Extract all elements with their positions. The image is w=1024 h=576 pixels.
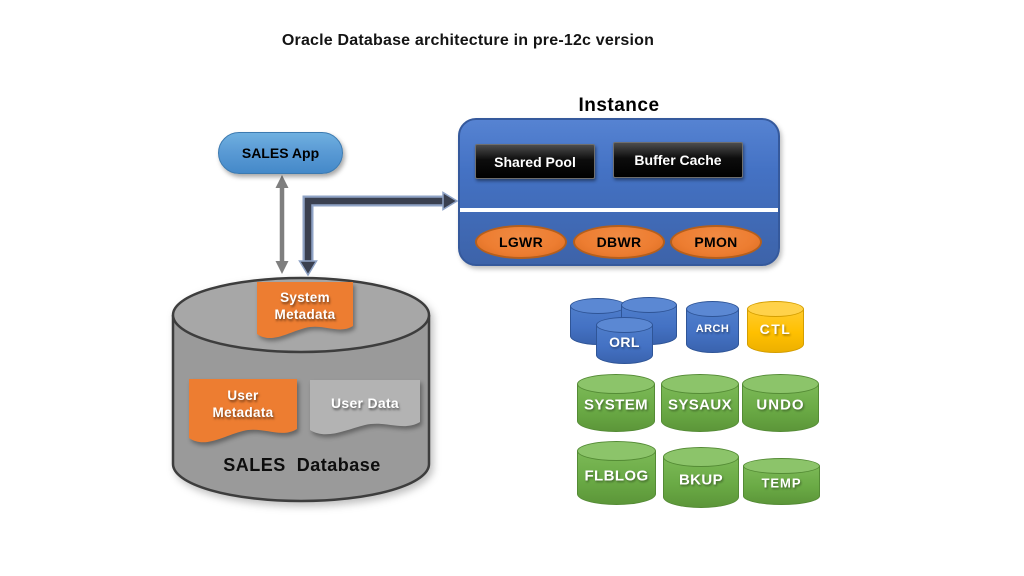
cylinder-top [596,317,653,333]
user-metadata-line2: Metadata [212,405,274,420]
cylinder-top [742,374,819,394]
bkup-cylinder: BKUP [663,447,739,508]
system-metadata-shape [257,282,353,339]
cylinder-top [621,297,677,313]
instance-box: Shared Pool Buffer Cache LGWR DBWR PMON [458,118,780,266]
user-metadata-label: User Metadata [189,387,297,421]
temp-label: TEMP [761,475,802,491]
arch-label: ARCH [695,323,730,336]
db-instance-connector [298,191,459,277]
system-metadata-line2: Metadata [274,307,336,322]
cylinder-top [743,458,820,474]
cylinder-top [577,441,656,461]
sales-database-label: SALES Database [223,455,381,475]
orl-cylinder-front: ORL [596,317,653,364]
temp-cylinder: TEMP [743,458,820,505]
user-data-label: User Data [330,395,400,411]
cylinder-top [661,374,739,394]
system-label: SYSTEM [583,396,649,414]
arch-cylinder: ARCH [686,301,739,353]
process-pmon: PMON [670,225,762,259]
process-dbwr: DBWR [573,225,665,259]
cylinder-top [747,301,804,317]
user-metadata-shape [189,379,297,443]
flblog-cylinder: FLBLOG [577,441,656,505]
flblog-label: FLBLOG [584,467,649,485]
system-metadata-label: System Metadata [257,289,353,323]
ctl-cylinder: CTL [747,301,804,353]
diagram-title: Oracle Database architecture in pre-12c … [281,32,655,49]
instance-heading: Instance [578,95,660,116]
cylinder-top [686,301,739,317]
bkup-label: BKUP [678,471,724,489]
buffer-cache-box: Buffer Cache [613,142,743,178]
cylinder-top [577,374,655,394]
app-db-arrow [275,175,289,274]
sales-app-pill: SALES App [218,132,343,174]
sysaux-cylinder: SYSAUX [661,374,739,432]
system-metadata-line1: System [280,290,330,305]
undo-label: UNDO [756,396,805,414]
sga-process-divider [460,208,778,212]
user-metadata-line1: User [227,388,259,403]
ctl-label: CTL [759,321,792,338]
sysaux-label: SYSAUX [667,396,733,414]
orl-label: ORL [609,334,640,351]
cylinder-top [663,447,739,467]
system-cylinder: SYSTEM [577,374,655,432]
undo-cylinder: UNDO [742,374,819,432]
process-lgwr: LGWR [475,225,567,259]
user-data-shape [310,380,420,435]
shared-pool-box: Shared Pool [475,144,595,179]
cylinder-top [570,298,626,314]
